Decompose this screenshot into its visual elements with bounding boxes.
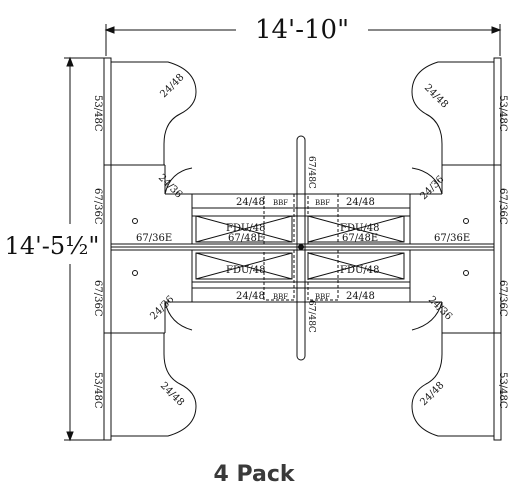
diagram-caption: 4 Pack: [213, 462, 295, 487]
label-67-48e-left: 67/48E: [228, 233, 264, 244]
label-67-36c-left-lower: 67/36C: [92, 280, 103, 317]
label-67-48c-top: 67/48C: [306, 156, 316, 189]
height-dimension-label: 14'-5½": [5, 232, 100, 260]
label-53-48c-bottom-left: 53/48C: [92, 372, 103, 409]
bbf-boxes: [263, 193, 339, 301]
label-67-36e-left: 67/36E: [136, 233, 172, 244]
label-67-36c-right-lower: 67/36C: [497, 280, 508, 317]
label-67-36c-right-upper: 67/36C: [497, 188, 508, 225]
label-53-48c-bottom-right: 53/48C: [497, 372, 508, 409]
label-67-36e-right: 67/36E: [434, 233, 470, 244]
height-dimension: [64, 56, 106, 442]
label-24-36-upper-left: 24/36: [156, 172, 184, 200]
corner-worksurfaces: [111, 61, 494, 437]
label-24-36-lower-right: 24/36: [426, 294, 454, 322]
fdu-units: [195, 215, 405, 280]
label-67-48e-right: 67/48E: [342, 233, 378, 244]
label-24-48-center-lower-left: 24/48: [236, 291, 265, 302]
label-24-48-center-lower-right: 24/48: [346, 291, 375, 302]
label-bbf-1: BBF: [273, 199, 288, 207]
left-outer-panels: [103, 57, 112, 441]
label-24-48-top-left: 24/48: [158, 72, 186, 100]
label-67-36c-left-upper: 67/36C: [92, 188, 103, 225]
floor-plan-diagram: 14'-10" 14'-5½": [5, 15, 508, 442]
label-67-48c-bottom: 67/48C: [306, 300, 316, 333]
label-fdu-4: FDU/48: [340, 265, 379, 276]
label-53-48c-top-left: 53/48C: [92, 95, 103, 132]
cable-ports: [132, 218, 469, 276]
width-dimension-label: 14'-10": [255, 15, 349, 45]
label-fdu-2: FDU/48: [340, 223, 379, 234]
label-bbf-3: BBF: [273, 293, 288, 301]
label-bbf-4: BBF: [315, 293, 330, 301]
label-24-48-center-upper-left: 24/48: [236, 197, 265, 208]
width-dimension: [104, 24, 502, 56]
center-vertical-panel: [296, 135, 306, 361]
label-24-48-bottom-right: 24/48: [418, 380, 446, 408]
label-53-48c-top-right: 53/48C: [497, 95, 508, 132]
label-bbf-2: BBF: [315, 199, 330, 207]
label-fdu-1: FDU/48: [226, 223, 265, 234]
label-24-48-top-right: 24/48: [422, 82, 450, 110]
label-24-48-center-upper-right: 24/48: [346, 197, 375, 208]
label-fdu-3: FDU/48: [226, 265, 265, 276]
cross-panels: [111, 164, 494, 334]
